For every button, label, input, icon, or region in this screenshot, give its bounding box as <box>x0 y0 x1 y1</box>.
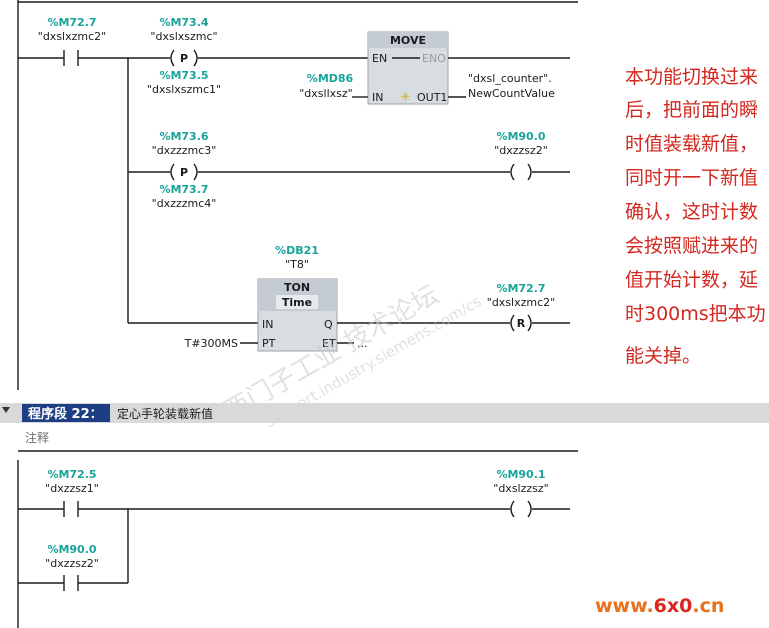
contact-tag: "dxzzsz2" <box>45 557 99 570</box>
p-trigger-address: %M73.4 <box>159 16 208 29</box>
coil-tag: "dxzzsz2" <box>494 144 548 157</box>
network-22: %M72.5 "dxzzsz1" %M90.1 "dxslzzsz" %M90.… <box>17 460 570 628</box>
p-trigger-edge-tag: "dxzzzmc4" <box>152 197 217 210</box>
p-trigger-m73-4[interactable]: P %M73.4 "dxslxszmc" %M73.5 "dxslxszmc1" <box>147 16 221 96</box>
segment-22-header[interactable]: 程序段 22： 定心手轮装载新值 <box>0 403 769 423</box>
note-line: 同时开一下新值 <box>625 167 758 189</box>
network-21: %M72.7 "dxslxzmc2" P %M73.4 "dxslxszmc" … <box>17 0 570 390</box>
note-line: 值开始计数，延 <box>625 269 758 291</box>
note-line: 时值装载新值， <box>625 133 758 155</box>
move-star-icon: ✳ <box>400 90 411 105</box>
p-trigger-symbol: P <box>180 166 188 179</box>
p-trigger-edge-address: %M73.5 <box>159 69 208 82</box>
reset-coil-m72-7[interactable]: R %M72.7 "dxslxzmc2" <box>487 282 555 332</box>
ton-db-tag: "T8" <box>285 258 309 271</box>
move-in-tag: "dxsllxsz" <box>299 87 352 100</box>
contact-address: %M90.0 <box>47 543 96 556</box>
move-en-pin: EN <box>372 52 387 65</box>
contact-tag: "dxzzsz1" <box>45 482 99 495</box>
note-line: 确认，这时计数 <box>625 201 758 223</box>
p-trigger-tag: "dxzzzmc3" <box>152 144 217 157</box>
ton-pt-value: T#300MS <box>184 337 238 350</box>
ton-q-pin: Q <box>324 318 333 331</box>
p-trigger-symbol: P <box>180 52 188 65</box>
contact-m90-0[interactable]: %M90.0 "dxzzsz2" <box>45 543 99 591</box>
contact-address: %M72.7 <box>47 16 96 29</box>
segment-title[interactable]: 定心手轮装载新值 <box>117 406 213 421</box>
p-trigger-edge-tag: "dxslxszmc1" <box>147 83 221 96</box>
coil-m90-1[interactable]: %M90.1 "dxslzzsz" <box>493 468 549 518</box>
coil-address: %M90.1 <box>496 468 545 481</box>
move-out-tag-line2: NewCountValue <box>468 87 555 100</box>
ton-et-pin: ET <box>322 337 336 350</box>
move-eno-pin: ENO <box>422 52 446 65</box>
move-in-pin: IN <box>372 91 383 104</box>
segment-name: 程序段 22： <box>28 406 103 422</box>
move-out-tag-line1: "dxsl_counter". <box>468 72 552 85</box>
p-trigger-edge-address: %M73.7 <box>159 183 208 196</box>
site-logo: www.6x0.cn <box>595 595 724 617</box>
ton-subtitle: Time <box>282 296 312 309</box>
move-in-address: %MD86 <box>307 72 354 85</box>
reset-coil-tag: "dxslxzmc2" <box>487 296 555 309</box>
ton-title: TON <box>284 281 310 294</box>
reset-coil-symbol: R <box>517 317 526 330</box>
contact-address: %M72.5 <box>47 468 96 481</box>
contact-m72-7[interactable]: %M72.7 "dxslxzmc2" <box>38 16 106 66</box>
coil-address: %M90.0 <box>496 130 545 143</box>
move-title: MOVE <box>390 34 426 47</box>
reset-coil-address: %M72.7 <box>496 282 545 295</box>
segment-comment[interactable]: 注释 <box>25 430 49 445</box>
ton-timer[interactable]: %DB21 "T8" TON Time IN Q PT ET <box>257 244 338 352</box>
note-line: 能关掉。 <box>625 345 701 367</box>
note-line: 本功能切换过来 <box>625 66 758 88</box>
move-out1-pin: OUT1 <box>417 91 447 104</box>
p-trigger-tag: "dxslxszmc" <box>150 30 217 43</box>
move-instruction[interactable]: MOVE EN ENO IN ✳ OUT1 <box>367 31 449 105</box>
contact-m72-5[interactable]: %M72.5 "dxzzsz1" <box>45 468 99 517</box>
coil-tag: "dxslzzsz" <box>493 482 548 495</box>
p-trigger-address: %M73.6 <box>159 130 208 143</box>
collapse-triangle-icon[interactable] <box>2 407 10 413</box>
note-line: 后，把前面的瞬 <box>625 99 758 121</box>
ton-in-pin: IN <box>262 318 273 331</box>
ton-et-value: ... <box>357 337 368 350</box>
annotation-note: 本功能切换过来 后，把前面的瞬 时值装载新值， 同时开一下新值 确认，这时计数 … <box>625 66 766 367</box>
p-trigger-m73-6[interactable]: P %M73.6 "dxzzzmc3" %M73.7 "dxzzzmc4" <box>152 130 217 210</box>
ton-pt-pin: PT <box>262 337 276 350</box>
contact-tag: "dxslxzmc2" <box>38 30 106 43</box>
note-line: 时300ms把本功 <box>625 303 766 325</box>
ton-db-address: %DB21 <box>275 244 319 257</box>
note-line: 会按照赋进来的 <box>625 235 758 257</box>
coil-m90-0[interactable]: %M90.0 "dxzzsz2" <box>494 130 548 181</box>
